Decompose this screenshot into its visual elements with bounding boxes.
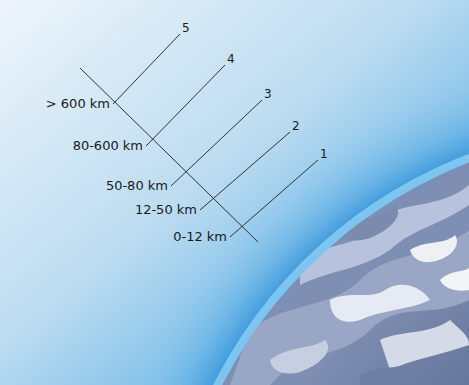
leader-line: [200, 132, 290, 210]
altitude-range: 0-12 km: [173, 230, 227, 243]
callout-number: 3: [264, 88, 272, 100]
altitude-range: 12-50 km: [135, 203, 197, 216]
callout-number: 5: [182, 22, 190, 34]
atmosphere-rim: [162, 122, 469, 385]
callout-number: 4: [227, 53, 235, 65]
callout-number: 1: [320, 148, 328, 160]
callout-number: 2: [292, 120, 300, 132]
altitude-range: > 600 km: [46, 97, 110, 110]
earth: [170, 130, 469, 385]
atmosphere-glow: [80, 40, 469, 385]
leader-line: [113, 34, 180, 104]
altitude-range: 50-80 km: [106, 179, 168, 192]
altitude-range: 80-600 km: [73, 139, 143, 152]
leader-line: [230, 160, 318, 237]
leader-line: [171, 100, 262, 186]
leader-line: [146, 65, 225, 146]
altitude-axis: [80, 68, 258, 242]
leader-lines: [80, 34, 318, 242]
